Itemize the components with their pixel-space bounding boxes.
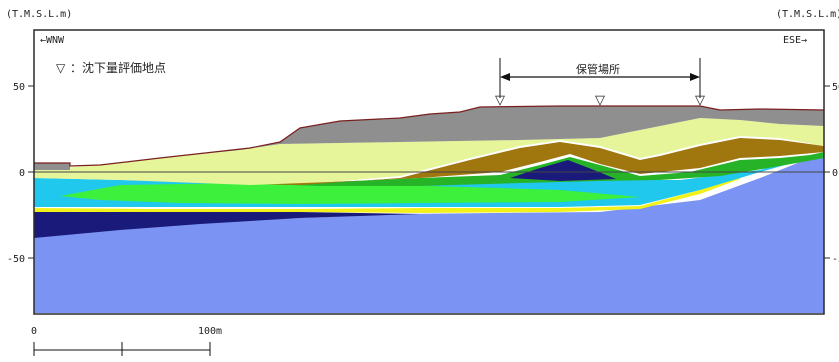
bright-green-lens: [60, 183, 640, 204]
direction-right-label: ESE→: [783, 35, 807, 46]
tick-label-left-0: 0: [19, 168, 25, 179]
storage-label-bg: [568, 62, 628, 76]
storage-label: 保管場所: [576, 62, 620, 76]
tick-label-left-50: 50: [13, 82, 25, 93]
bedrock-layer: [34, 154, 824, 313]
scale-bar-end-label: 100m: [198, 326, 222, 337]
elevation-unit-left: (T.M.S.L.m): [6, 9, 72, 20]
evaluation-point-marker-1: ▽: [495, 93, 505, 108]
navy-small-lens: [510, 160, 616, 181]
scale-bar-start-label: 0: [31, 326, 37, 337]
evaluation-point-marker-2: ▽: [595, 93, 605, 108]
brown-layer: [240, 138, 824, 185]
left-surface-patch: [34, 163, 70, 170]
yellow-sand-layer: [34, 176, 740, 214]
legend-symbol: ▽: [56, 61, 66, 75]
tick-label-right-minus50: -50: [832, 254, 839, 265]
storage-left-arrowhead: [500, 73, 510, 81]
green-layer: [230, 152, 824, 186]
evaluation-point-marker-3: ▽: [695, 93, 705, 108]
navy-lower-layer: [34, 212, 420, 238]
tick-label-left-minus50: -50: [7, 254, 25, 265]
storage-right-arrowhead: [690, 73, 700, 81]
geologic-layers: [34, 105, 825, 313]
direction-left-label: ←WNW: [40, 35, 65, 46]
surface-fill-layer: [160, 106, 824, 158]
light-yellow-layer: [34, 118, 824, 185]
tick-label-right-50: 50: [832, 82, 839, 93]
tick-label-right-0: 0: [832, 168, 838, 179]
elevation-unit-right: (T.M.S.L.m): [776, 9, 839, 20]
legend-text: ：沈下量評価地点: [70, 60, 166, 75]
ground-surface-line: [34, 105, 825, 167]
